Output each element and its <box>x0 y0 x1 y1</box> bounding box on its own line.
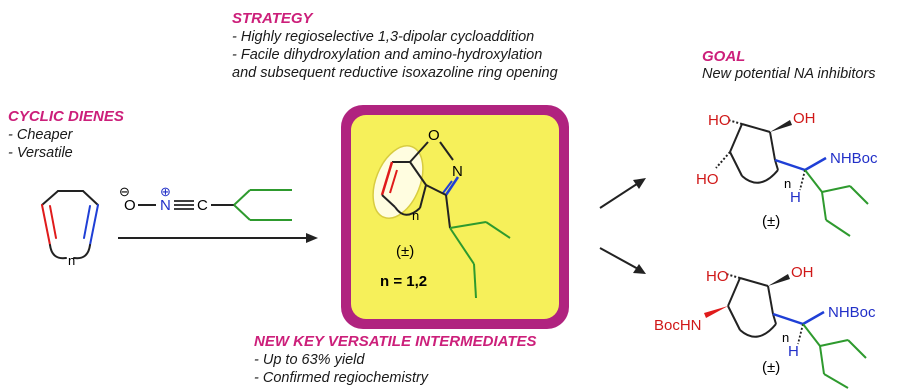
strategy-line-2: - Facile dihydroxylation and amino-hydro… <box>232 47 543 63</box>
product-2-structure: HO OH BocHN NHBoc H n (±) <box>654 264 876 389</box>
nitrile-n-label: N <box>160 197 171 214</box>
red-double-bond-inner <box>49 205 57 239</box>
p2-n-label: n <box>782 330 789 345</box>
p1-oh-label: OH <box>793 110 816 127</box>
dienes-line-2: - Versatile <box>8 145 73 161</box>
strategy-line-3: and subsequent reductive isoxazoline rin… <box>232 65 558 81</box>
p1-ho-bottom-label: HO <box>696 171 719 188</box>
p2-h-label: H <box>788 343 799 360</box>
intermediates-line-1: - Up to 63% yield <box>254 352 365 368</box>
p2-ho-label: HO <box>706 268 729 285</box>
p2-bochn-label: BocHN <box>654 317 702 334</box>
p2-racemic-label: (±) <box>762 359 780 376</box>
nitrile-oxide-structure: O ⊖ N ⊕ C <box>119 184 292 221</box>
diene-n-label: n <box>68 253 75 268</box>
nitrile-c-label: C <box>197 197 208 214</box>
strategy-line-1: - Highly regioselective 1,3-dipolar cycl… <box>232 29 535 45</box>
product-arrows <box>599 178 646 274</box>
minus-charge-icon: ⊖ <box>119 184 130 199</box>
cyclic-diene-structure <box>41 190 99 260</box>
p1-racemic-label: (±) <box>762 213 780 230</box>
intermediate-n-label: n <box>412 208 419 223</box>
intermediate-box: O N n (±) n = 1,2 <box>341 105 569 329</box>
intermediates-title: NEW KEY VERSATILE INTERMEDIATES <box>254 333 537 350</box>
product-1-structure: HO OH HO NHBoc H n (±) <box>696 110 878 237</box>
intermediate-racemic-label: (±) <box>396 243 414 260</box>
p1-n-label: n <box>784 176 791 191</box>
p2-oh-label: OH <box>791 264 814 281</box>
strategy-title: STRATEGY <box>232 10 313 27</box>
goal-subtitle: New potential NA inhibitors <box>702 66 876 82</box>
p1-h-label: H <box>790 189 801 206</box>
dienes-title: CYCLIC DIENES <box>8 108 124 125</box>
isoxazoline-o-label: O <box>428 127 440 144</box>
intermediates-line-2: - Confirmed regiochemistry <box>254 370 429 386</box>
p1-ho-top-label: HO <box>708 112 731 129</box>
blue-double-bond-inner <box>83 205 91 239</box>
p1-nhboc-label: NHBoc <box>830 150 878 167</box>
reaction-arrow <box>118 233 318 243</box>
red-double-bond <box>41 204 51 246</box>
plus-charge-icon: ⊕ <box>160 184 171 199</box>
isoxazoline-n-label: N <box>452 163 463 180</box>
n-value-label: n = 1,2 <box>380 273 427 290</box>
p2-nhboc-label: NHBoc <box>828 304 876 321</box>
dienes-line-1: - Cheaper <box>8 127 73 143</box>
blue-double-bond <box>89 204 99 246</box>
nitrile-o-label: O <box>124 197 136 214</box>
goal-title: GOAL <box>702 48 746 65</box>
